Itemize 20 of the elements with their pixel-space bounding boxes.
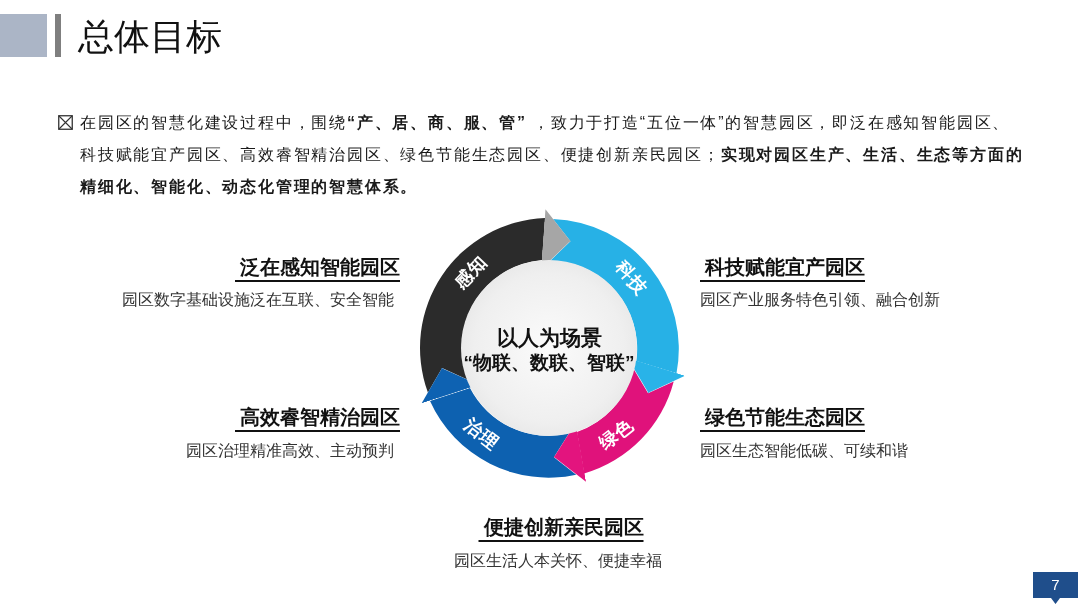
- intro-paragraph: 在园区的智慧化建设过程中，围绕“产、居、商、服、管” ，致力于打造“五位一体”的智慧园区，即泛在感知智能园区、科技赋能宜产园区、高效睿智精治园区、绿色节能生态园区、便捷创新亲民园区；实现对园区生产、生活、生态等方面的精细化、智能化、动态化管理的智慧体系。: [80, 113, 1025, 197]
- section-heading: 高效睿智精治园区: [235, 405, 400, 432]
- section-heading: 便捷创新亲民园区: [478, 515, 644, 542]
- page-number-badge: 7: [1033, 572, 1078, 604]
- arc-arrow-segment: [430, 387, 577, 478]
- segment-label: 绿色: [594, 413, 638, 455]
- center-subheading: “物联、数联、智联”: [463, 351, 635, 375]
- center-heading: 以人为场景: [496, 325, 602, 350]
- section-description: 园区生活人本关怀、便捷幸福: [454, 551, 662, 571]
- section-description: 园区生态智能低碳、可续和谐: [700, 441, 908, 461]
- section-description: 园区数字基础设施泛在互联、安全智能: [122, 290, 394, 310]
- segment-label: 科技: [611, 256, 654, 300]
- slide-title: 总体目标: [78, 15, 222, 59]
- section-heading: 科技赋能宜产园区: [700, 255, 865, 282]
- section-description: 园区治理精准高效、主动预判: [186, 441, 394, 461]
- section-heading: 绿色节能生态园区: [700, 405, 865, 432]
- segment-label: 感知: [449, 250, 492, 294]
- segment-label: 治理: [460, 413, 504, 455]
- section-heading: 泛在感知智能园区: [235, 255, 400, 282]
- section-description: 园区产业服务特色引领、融合创新: [700, 290, 940, 310]
